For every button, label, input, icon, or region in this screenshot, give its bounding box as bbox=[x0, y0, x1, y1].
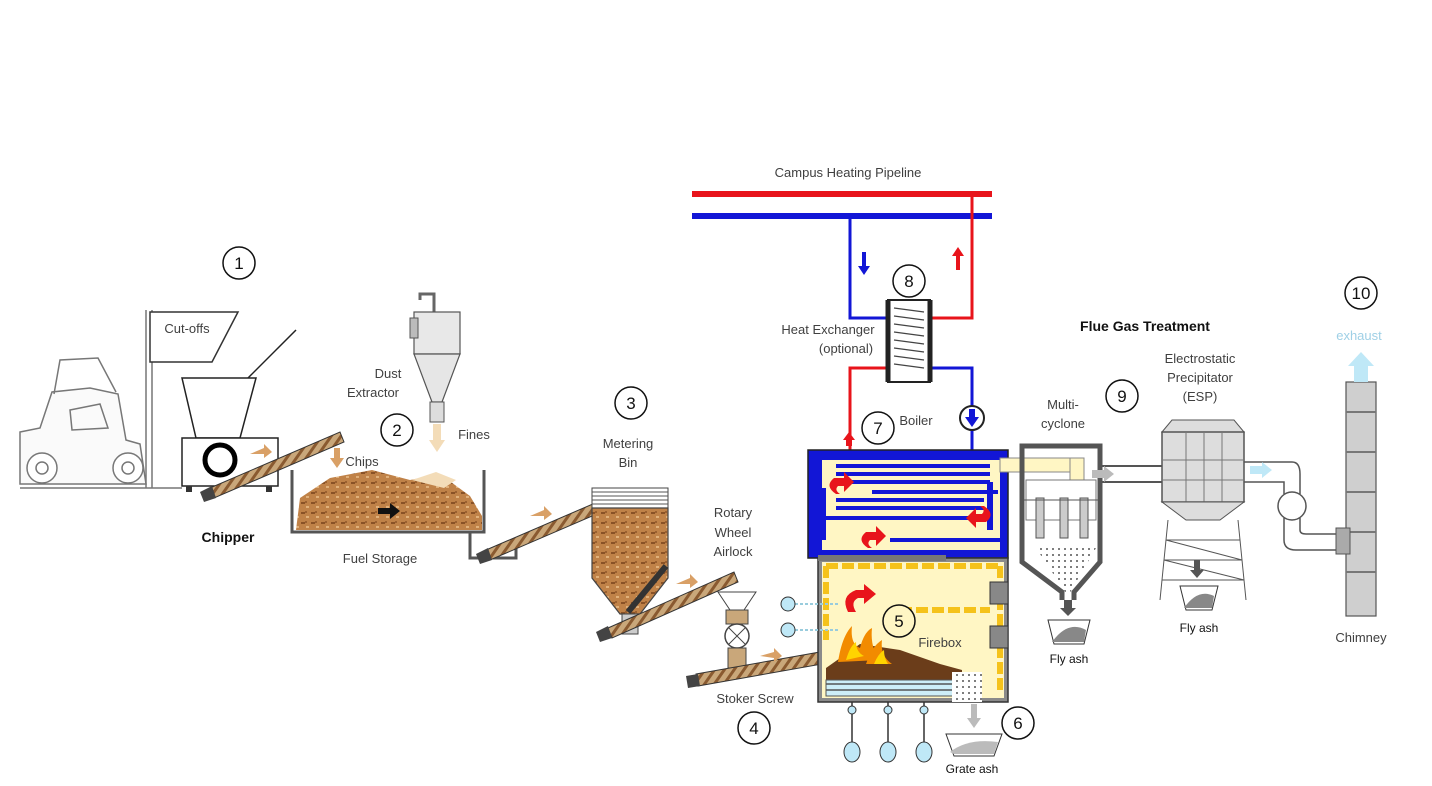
chips-label: Chips bbox=[345, 454, 379, 469]
chimney: exhaust Chimney bbox=[1335, 328, 1387, 645]
duct-to-esp bbox=[1092, 465, 1162, 483]
multicyclone-label-1: Multi- bbox=[1047, 397, 1079, 412]
esp-label-3: (ESP) bbox=[1183, 389, 1218, 404]
boiler-label: Boiler bbox=[899, 413, 933, 428]
down-arrow-icon bbox=[858, 252, 870, 275]
dust-extractor: Dust Extractor Fines bbox=[347, 292, 490, 452]
step-1: 1 bbox=[222, 246, 256, 280]
chip-flow-arrow-3-icon bbox=[676, 574, 698, 588]
clean-gas-arrow-icon bbox=[1250, 462, 1272, 478]
gas-flow-arrow-icon bbox=[1092, 466, 1114, 482]
air-damper-icon bbox=[879, 741, 897, 763]
svg-text:3: 3 bbox=[626, 394, 635, 413]
heat-exchanger: Heat Exchanger (optional) bbox=[781, 299, 933, 383]
pump-icon bbox=[959, 405, 985, 431]
fines-label: Fines bbox=[458, 427, 490, 442]
multicyclone-label-2: cyclone bbox=[1041, 416, 1085, 431]
flue-turn-arrow-1-icon bbox=[829, 472, 854, 494]
dust-extractor-label-1: Dust bbox=[375, 366, 402, 381]
cut-offs-bin: Cut-offs bbox=[149, 311, 240, 363]
esp-fly-ash-label: Fly ash bbox=[1180, 621, 1219, 635]
svg-text:6: 6 bbox=[1013, 714, 1022, 733]
cyclone-fly-ash-label: Fly ash bbox=[1050, 652, 1089, 666]
step-9: 9 bbox=[1105, 379, 1139, 413]
fuel-storage: Fuel Storage bbox=[290, 470, 486, 566]
up-arrow-icon bbox=[952, 247, 964, 270]
metering-bin: Metering Bin bbox=[591, 436, 669, 635]
svg-text:4: 4 bbox=[749, 719, 758, 738]
storage-flow-arrow-icon bbox=[378, 503, 400, 519]
svg-text:8: 8 bbox=[904, 272, 913, 291]
grate-ash-bin: Grate ash bbox=[945, 704, 1003, 776]
step-5: 5 bbox=[882, 604, 916, 638]
svg-text:7: 7 bbox=[873, 419, 882, 438]
step-markers: 1 2 3 4 5 6 7 8 9 10 bbox=[222, 246, 1378, 745]
svg-text:2: 2 bbox=[392, 421, 401, 440]
step-2: 2 bbox=[380, 413, 414, 447]
svg-text:10: 10 bbox=[1352, 284, 1371, 303]
chip-conveyor-3 bbox=[596, 571, 739, 642]
svg-text:9: 9 bbox=[1117, 387, 1126, 406]
grate-ash-label: Grate ash bbox=[946, 762, 999, 776]
flue-gas-treatment-label: Flue Gas Treatment bbox=[1080, 318, 1210, 334]
air-damper-icon bbox=[915, 741, 933, 763]
dust-extractor-label-2: Extractor bbox=[347, 385, 400, 400]
firebox: Firebox bbox=[780, 555, 1009, 763]
esp-ash-arrow-icon bbox=[1190, 560, 1204, 578]
chip-flow-arrow-icon bbox=[250, 444, 272, 458]
step-3: 3 bbox=[614, 386, 648, 420]
flue-turn-arrow-3-icon bbox=[861, 526, 886, 548]
chip-flow-arrow-2-icon bbox=[530, 506, 552, 520]
step-4: 4 bbox=[737, 711, 771, 745]
heat-exchanger-optional-label: (optional) bbox=[819, 341, 873, 356]
rotary-airlock: Rotary Wheel Airlock bbox=[713, 505, 757, 669]
stoker-screw-label: Stoker Screw bbox=[716, 691, 794, 706]
esp-label-2: Precipitator bbox=[1167, 370, 1233, 385]
exhaust-arrow-icon bbox=[1348, 352, 1374, 382]
forklift-icon bbox=[19, 310, 182, 489]
ash-drop-arrow-icon bbox=[967, 704, 981, 728]
fines-arrow-icon bbox=[429, 424, 445, 452]
hot-line-boiler-to-hx bbox=[848, 366, 888, 450]
firebox-flow-arrow-icon bbox=[845, 584, 876, 612]
air-nozzle-icon bbox=[780, 622, 796, 638]
metering-bin-label-2: Bin bbox=[619, 455, 638, 470]
campus-heating-pipeline: Campus Heating Pipeline bbox=[692, 165, 992, 450]
boiler: Boiler bbox=[807, 413, 1009, 559]
cut-offs-label: Cut-offs bbox=[164, 321, 210, 336]
stoker-flow-arrow-icon bbox=[760, 648, 782, 662]
step-6: 6 bbox=[1001, 706, 1035, 740]
cyclone-ash-arrow-icon bbox=[1060, 600, 1076, 616]
multicyclone: Fly ash Multi- cyclone bbox=[1019, 397, 1103, 666]
duct-to-chimney bbox=[1244, 461, 1338, 551]
electrostatic-precipitator: Fly ash Electrostatic Precipitator (ESP) bbox=[1159, 351, 1247, 635]
return-line-to-hx bbox=[848, 216, 888, 320]
svg-text:5: 5 bbox=[894, 612, 903, 631]
air-nozzle-icon bbox=[780, 596, 796, 612]
campus-pipeline-label: Campus Heating Pipeline bbox=[775, 165, 922, 180]
step-8: 8 bbox=[892, 264, 926, 298]
step-7: 7 bbox=[861, 411, 895, 445]
step-10: 10 bbox=[1344, 276, 1378, 310]
stoker-screw: Stoker Screw bbox=[686, 648, 823, 706]
svg-text:1: 1 bbox=[234, 254, 243, 273]
rotary-label-1: Rotary bbox=[714, 505, 753, 520]
chip-conveyor-1 bbox=[200, 431, 345, 502]
rotary-label-2: Wheel bbox=[715, 525, 752, 540]
flue-turn-arrow-2-icon bbox=[966, 506, 991, 528]
chip-drop-arrow-icon bbox=[330, 448, 344, 468]
supply-line-from-hx bbox=[930, 194, 974, 320]
firebox-label: Firebox bbox=[918, 635, 962, 650]
exhaust-label: exhaust bbox=[1336, 328, 1382, 343]
heat-exchanger-label: Heat Exchanger bbox=[781, 322, 875, 337]
boiler-outlet-arrow-icon bbox=[843, 432, 855, 446]
fuel-storage-label: Fuel Storage bbox=[343, 551, 417, 566]
metering-bin-label-1: Metering bbox=[603, 436, 654, 451]
chimney-label: Chimney bbox=[1335, 630, 1387, 645]
chipper-label: Chipper bbox=[202, 529, 255, 545]
rotary-label-3: Airlock bbox=[713, 544, 753, 559]
esp-label-1: Electrostatic bbox=[1165, 351, 1236, 366]
air-damper-icon bbox=[843, 741, 861, 763]
